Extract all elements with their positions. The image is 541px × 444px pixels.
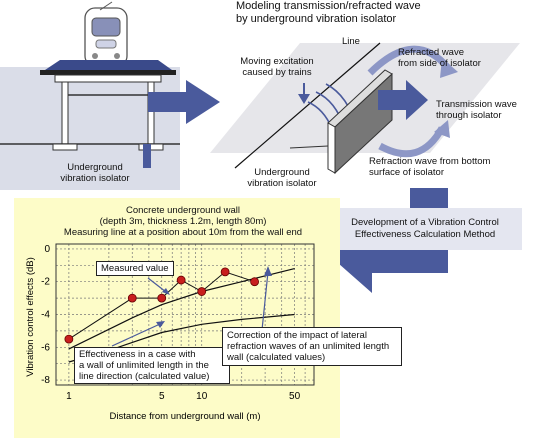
measured-value-callout: Measured value: [96, 261, 174, 276]
correction-line3: wall (calculated values): [227, 352, 326, 363]
calculated-series-line: [68, 268, 295, 350]
x-tick-label: 5: [159, 391, 165, 402]
unlimited-wall-line3: line direction (calculated value): [79, 371, 210, 382]
model-isolator-label-line1: Underground: [254, 167, 310, 178]
y-axis-label: Vibration control effects (dB): [25, 257, 36, 377]
chart-header-line1: Concrete underground wall: [125, 205, 241, 216]
method-box: [328, 208, 522, 250]
line-label: Line: [342, 36, 360, 47]
measured-point: [220, 267, 230, 277]
transmission-label-line1: Transmission wave: [436, 99, 517, 110]
train-icon: [84, 1, 128, 67]
left-isolator-label-line2: vibration isolator: [60, 173, 130, 184]
unlimited-wall-callout: Effectiveness in a case with a wall of u…: [74, 347, 230, 384]
chart-header-line2: (depth 3m, thickness 1.2m, length 80m): [99, 216, 267, 227]
y-tick-label: 0: [44, 244, 50, 255]
x-tick-label: 1: [66, 391, 72, 402]
x-axis-label: Distance from underground wall (m): [109, 411, 260, 422]
refracted-side-label-line1: Refracted wave: [398, 47, 465, 58]
moving-excitation-label-line2: caused by trains: [242, 67, 312, 78]
train-viaduct-illustration: [0, 1, 180, 168]
measured-point: [197, 287, 207, 296]
moving-excitation-label-line1: Moving excitation: [240, 56, 314, 67]
y-tick-label: -2: [41, 277, 50, 288]
method-box-line2: Effectiveness Calculation Method: [354, 229, 496, 240]
x-tick-label: 10: [196, 391, 208, 402]
method-box-line1: Development of a Vibration Control: [351, 217, 499, 228]
model-isolator-label-line2: vibration isolator: [247, 178, 317, 189]
x-tick-label: 50: [289, 391, 301, 402]
transmission-label-line2: through isolator: [436, 110, 502, 121]
arrow-right-icon: [148, 80, 220, 124]
measured-point: [64, 334, 74, 344]
chart-panel: [14, 198, 340, 438]
correction-callout: Correction of the impact of lateral refr…: [222, 327, 402, 366]
chart-header-line3: Measuring line at a position about 10m f…: [63, 227, 303, 238]
y-tick-label: -6: [41, 342, 50, 353]
y-tick-label: -4: [41, 310, 50, 321]
measured-point: [250, 277, 259, 287]
header-title-line1: Modeling transmission/refracted wave: [236, 0, 421, 12]
correction-line2: refraction waves of an unlimited length: [227, 341, 390, 352]
measured-point: [157, 293, 167, 303]
refraction-bottom-label-line2: surface of isolator: [369, 167, 444, 178]
measured-point: [127, 293, 137, 303]
left-isolator-label-line1: Underground: [67, 162, 123, 173]
header-title-line2: by underground vibration isolator: [236, 13, 397, 25]
measured-point: [176, 275, 186, 285]
unlimited-wall-line1: Effectiveness in a case with: [79, 349, 196, 360]
y-tick-label: -8: [41, 375, 50, 386]
measured-value-text: Measured value: [101, 263, 169, 274]
refraction-bottom-label-line1: Refraction wave from bottom: [369, 156, 491, 167]
isolator-model-diagram: [210, 42, 520, 175]
correction-line1: Correction of the impact of lateral: [227, 330, 367, 341]
unlimited-wall-line2: a wall of unlimited length in the: [79, 360, 209, 371]
refracted-side-label-line2: from side of isolator: [398, 58, 481, 69]
